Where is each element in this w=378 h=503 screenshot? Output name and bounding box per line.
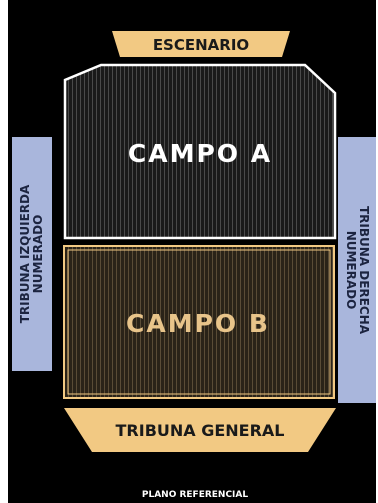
venue-map: ESCENARIO CAMPO A CAMPO B TRIBUNA IZQUIE… (8, 0, 376, 503)
tribuna-general-shape (64, 408, 336, 452)
campo-b-section[interactable]: CAMPO B (63, 245, 335, 399)
campo-b-shape (63, 245, 335, 399)
tribuna-general-section[interactable]: TRIBUNA GENERAL (64, 408, 336, 452)
stage-label: ESCENARIO (153, 36, 249, 54)
tribuna-derecha-shape (338, 137, 376, 403)
campo-a-section[interactable]: CAMPO A (63, 63, 337, 240)
tribuna-izquierda-label-line1: TRIBUNA IZQUIERDA (18, 184, 32, 323)
tribuna-izquierda-label-line2: NUMERADO (31, 215, 45, 294)
campo-b-inner-border (67, 249, 331, 395)
tribuna-izquierda-shape (12, 137, 52, 371)
campo-a-label: CAMPO A (128, 139, 272, 168)
stage-section[interactable]: ESCENARIO (112, 31, 290, 57)
tribuna-izquierda-section[interactable]: TRIBUNA IZQUIERDA NUMERADO (12, 137, 52, 371)
tribuna-general-label: TRIBUNA GENERAL (116, 421, 285, 440)
plano-referencial-caption: PLANO REFERENCIAL (142, 490, 249, 500)
tribuna-derecha-label-line1: TRIBUNA DERECHA (357, 206, 371, 335)
stage-shape (112, 31, 290, 57)
campo-b-label: CAMPO B (126, 309, 270, 338)
tribuna-derecha-section[interactable]: TRIBUNA DERECHA NUMERADO (338, 137, 376, 403)
tribuna-derecha-label-line2: NUMERADO (344, 231, 358, 310)
seating-map-svg: ESCENARIO CAMPO A CAMPO B TRIBUNA IZQUIE… (12, 31, 376, 500)
campo-a-shape (63, 63, 337, 240)
